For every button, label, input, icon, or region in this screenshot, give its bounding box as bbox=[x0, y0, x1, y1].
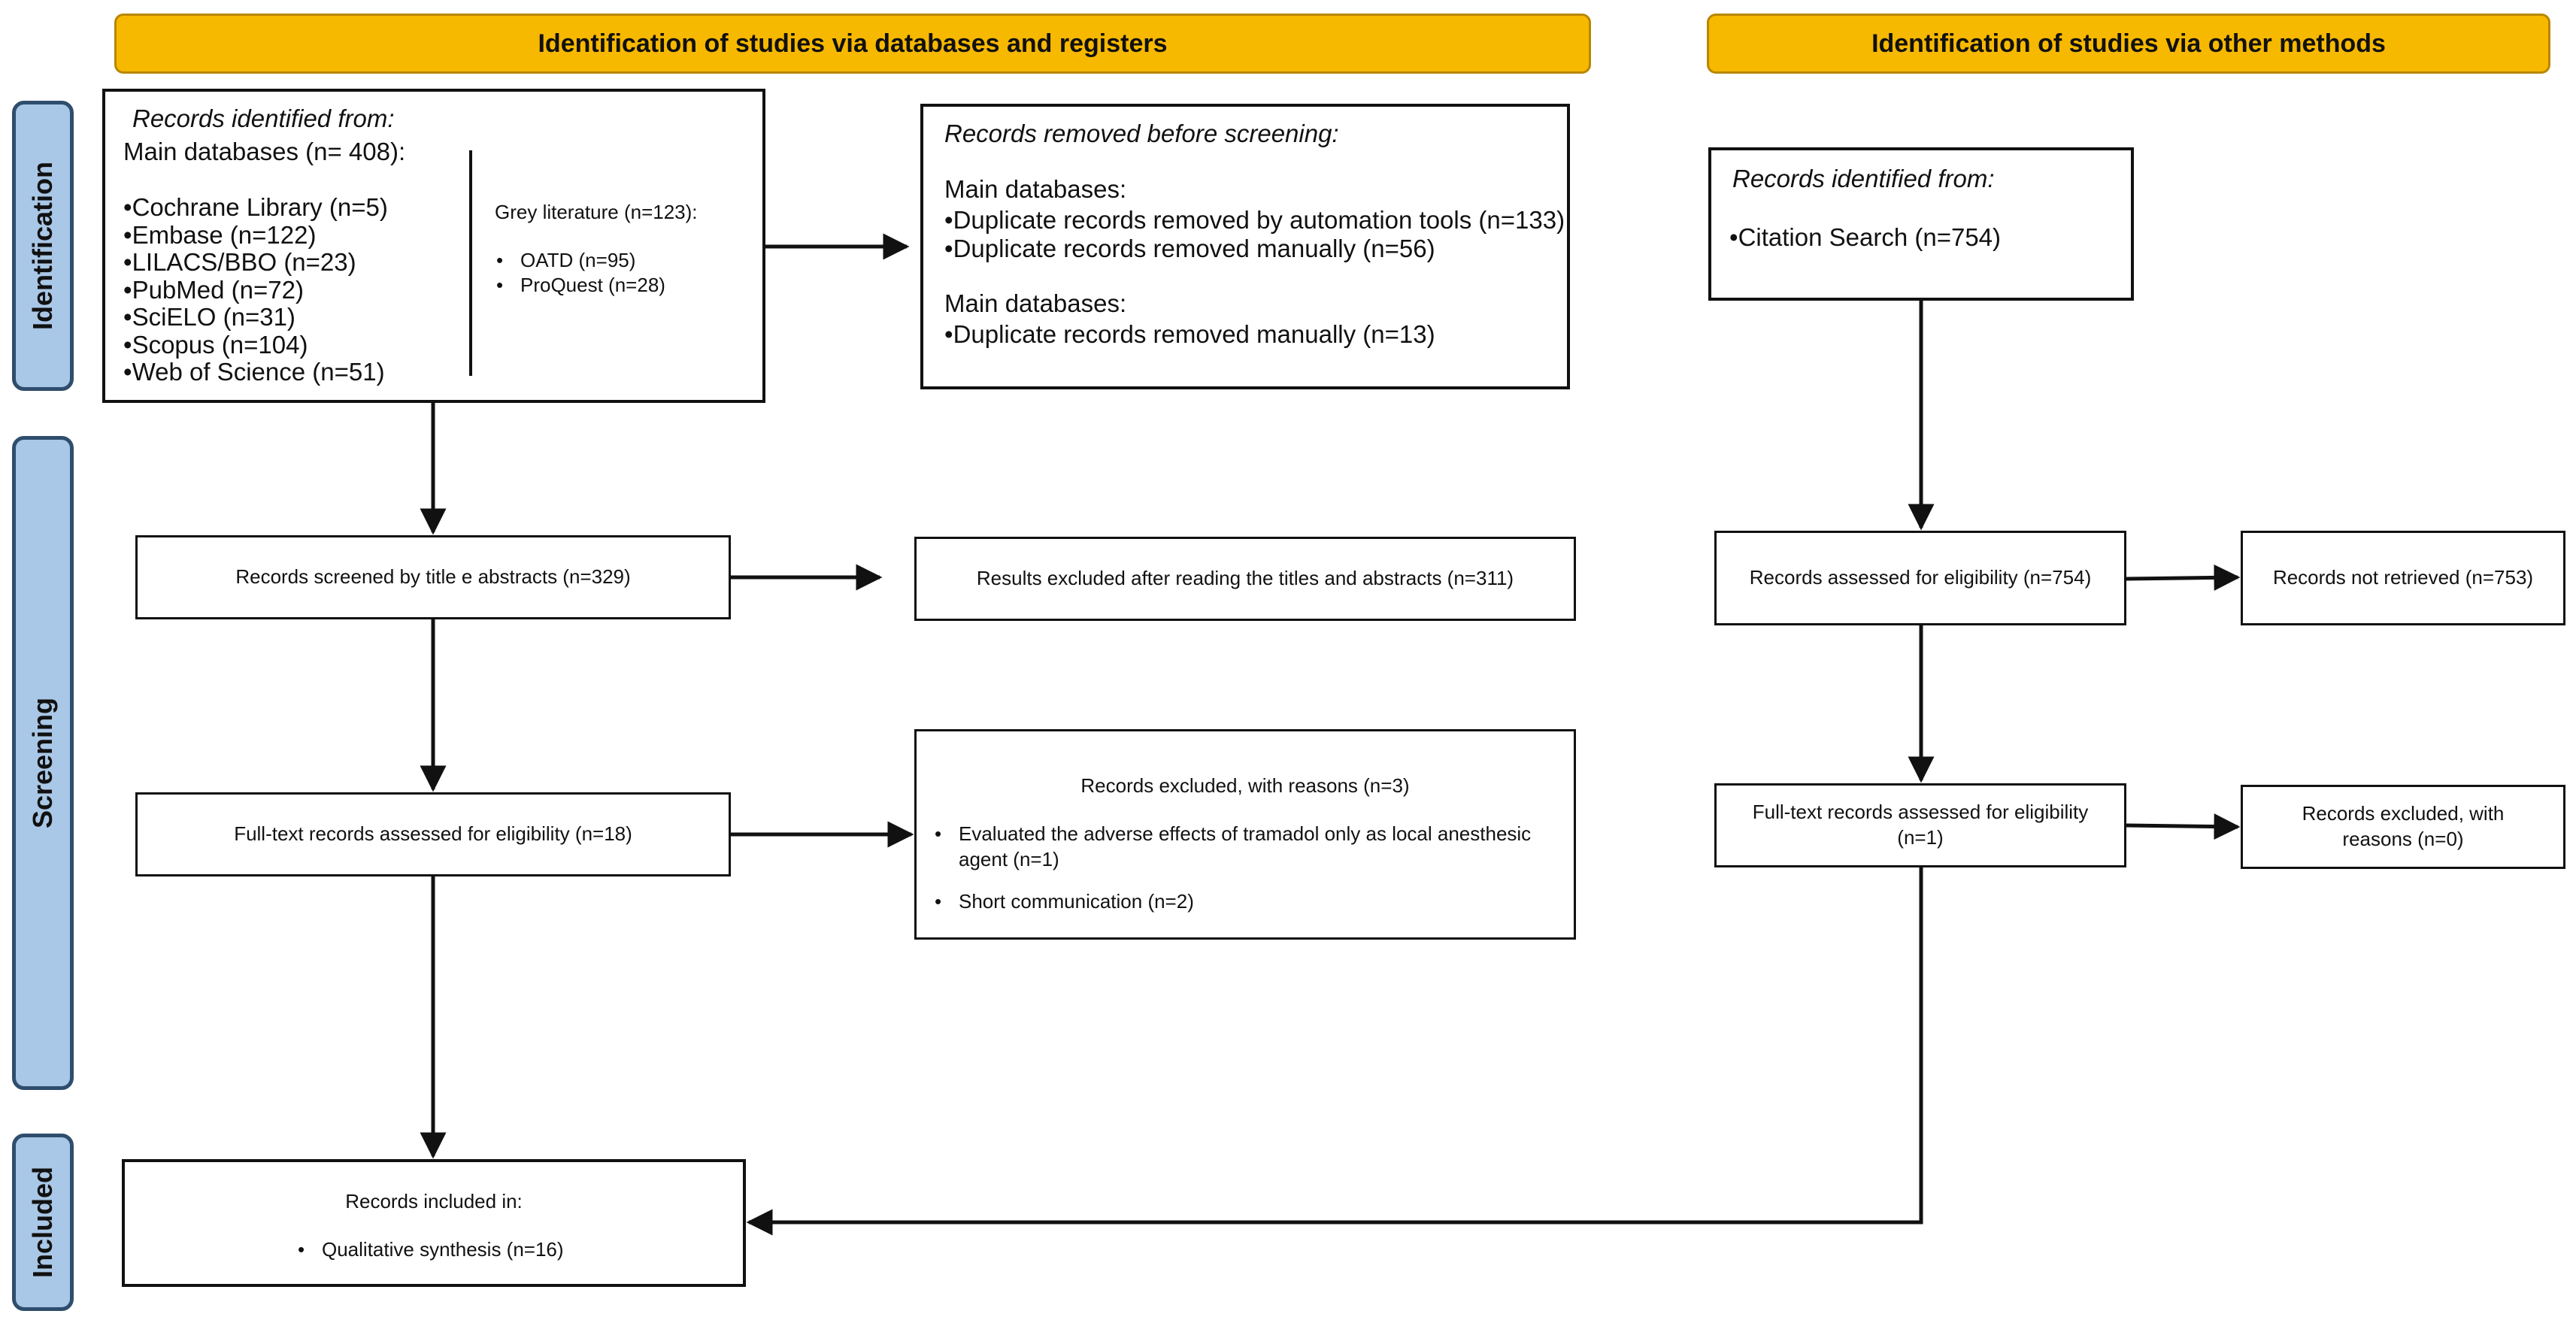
list-item: Web of Science (n=51) bbox=[123, 358, 388, 386]
records-included-list: Qualitative synthesis (n=16) bbox=[296, 1237, 564, 1263]
list-item: Short communication (n=2) bbox=[933, 889, 1550, 915]
list-item: PubMed (n=72) bbox=[123, 276, 388, 304]
records-removed-heading: Records removed before screening: bbox=[944, 120, 1339, 147]
list-item: Embase (n=122) bbox=[123, 221, 388, 250]
records-removed-box: Records removed before screening: Main d… bbox=[920, 104, 1570, 389]
other-records-assessed-text: Records assessed for eligibility (n=754) bbox=[1749, 566, 2092, 589]
list-item: Qualitative synthesis (n=16) bbox=[296, 1237, 564, 1263]
banner-databases: Identification of studies via databases … bbox=[114, 14, 1591, 74]
removed-group2-list: Duplicate records removed manually (n=13… bbox=[944, 320, 1435, 349]
stage-screening: Screening bbox=[12, 436, 74, 1090]
list-item: Evaluated the adverse effects of tramado… bbox=[933, 822, 1550, 873]
list-item: Citation Search (n=754) bbox=[1729, 223, 2001, 252]
list-item: Duplicate records removed by automation … bbox=[944, 206, 1565, 235]
main-databases-label: Main databases (n= 408): bbox=[123, 138, 406, 165]
other-records-identified-heading: Records identified from: bbox=[1732, 165, 1995, 192]
removed-group1-list: Duplicate records removed by automation … bbox=[944, 206, 1565, 263]
fulltext-assessed-box: Full-text records assessed for eligibili… bbox=[135, 792, 731, 876]
excluded-reasons-heading: Records excluded, with reasons (n=3) bbox=[1080, 774, 1410, 797]
excluded-reasons-list: Evaluated the adverse effects of tramado… bbox=[933, 822, 1550, 914]
arrow-other-assessed-to-not-retrieved bbox=[2126, 564, 2241, 591]
grey-literature-label: Grey literature (n=123): bbox=[495, 201, 698, 223]
removed-group1-label: Main databases: bbox=[944, 175, 1127, 203]
grey-literature-list: OATD (n=95) ProQuest (n=28) bbox=[495, 248, 665, 298]
records-screened-box: Records screened by title e abstracts (n… bbox=[135, 535, 731, 619]
grey-literature-divider bbox=[469, 150, 472, 376]
list-item: ProQuest (n=28) bbox=[495, 273, 665, 298]
other-records-assessed-box: Records assessed for eligibility (n=754) bbox=[1714, 531, 2126, 625]
records-screened-text: Records screened by title e abstracts (n… bbox=[235, 565, 631, 589]
other-not-retrieved-box: Records not retrieved (n=753) bbox=[2241, 531, 2565, 625]
list-item: Scopus (n=104) bbox=[123, 331, 388, 359]
list-item: Cochrane Library (n=5) bbox=[123, 193, 388, 222]
excluded-titles-box: Results excluded after reading the title… bbox=[914, 537, 1576, 621]
excluded-reasons-box: Records excluded, with reasons (n=3) Eva… bbox=[914, 729, 1576, 940]
arrow-other-fulltext-to-included bbox=[746, 867, 1923, 1236]
db-records-identified-heading: Records identified from: bbox=[132, 104, 395, 132]
other-fulltext-box: Full-text records assessed for eligibili… bbox=[1714, 783, 2126, 867]
other-excluded-box: Records excluded, with reasons (n=0) bbox=[2241, 785, 2565, 869]
other-fulltext-text: Full-text records assessed for eligibili… bbox=[1752, 801, 2089, 849]
arrow-other-fulltext-to-excluded bbox=[2126, 813, 2241, 840]
list-item: LILACS/BBO (n=23) bbox=[123, 248, 388, 277]
list-item: SciELO (n=31) bbox=[123, 303, 388, 332]
records-included-heading: Records included in: bbox=[345, 1190, 523, 1212]
other-records-identified-box: Records identified from: Citation Search… bbox=[1708, 147, 2134, 301]
db-records-identified-box: Records identified from: Main databases … bbox=[102, 89, 765, 403]
list-item: Duplicate records removed manually (n=13… bbox=[944, 320, 1435, 349]
stage-included: Included bbox=[12, 1134, 74, 1311]
fulltext-assessed-text: Full-text records assessed for eligibili… bbox=[234, 822, 632, 846]
removed-group2-label: Main databases: bbox=[944, 289, 1127, 317]
list-item: OATD (n=95) bbox=[495, 248, 665, 273]
main-databases-list: Cochrane Library (n=5) Embase (n=122) LI… bbox=[123, 193, 388, 386]
other-records-identified-list: Citation Search (n=754) bbox=[1729, 223, 2001, 252]
other-excluded-text: Records excluded, with reasons (n=0) bbox=[2302, 802, 2505, 850]
excluded-titles-text: Results excluded after reading the title… bbox=[976, 567, 1514, 590]
other-not-retrieved-text: Records not retrieved (n=753) bbox=[2272, 566, 2534, 589]
banner-other-methods: Identification of studies via other meth… bbox=[1707, 14, 2550, 74]
stage-identification: Identification bbox=[12, 101, 74, 391]
list-item: Duplicate records removed manually (n=56… bbox=[944, 235, 1565, 263]
records-included-box: Records included in: Qualitative synthes… bbox=[122, 1159, 746, 1287]
